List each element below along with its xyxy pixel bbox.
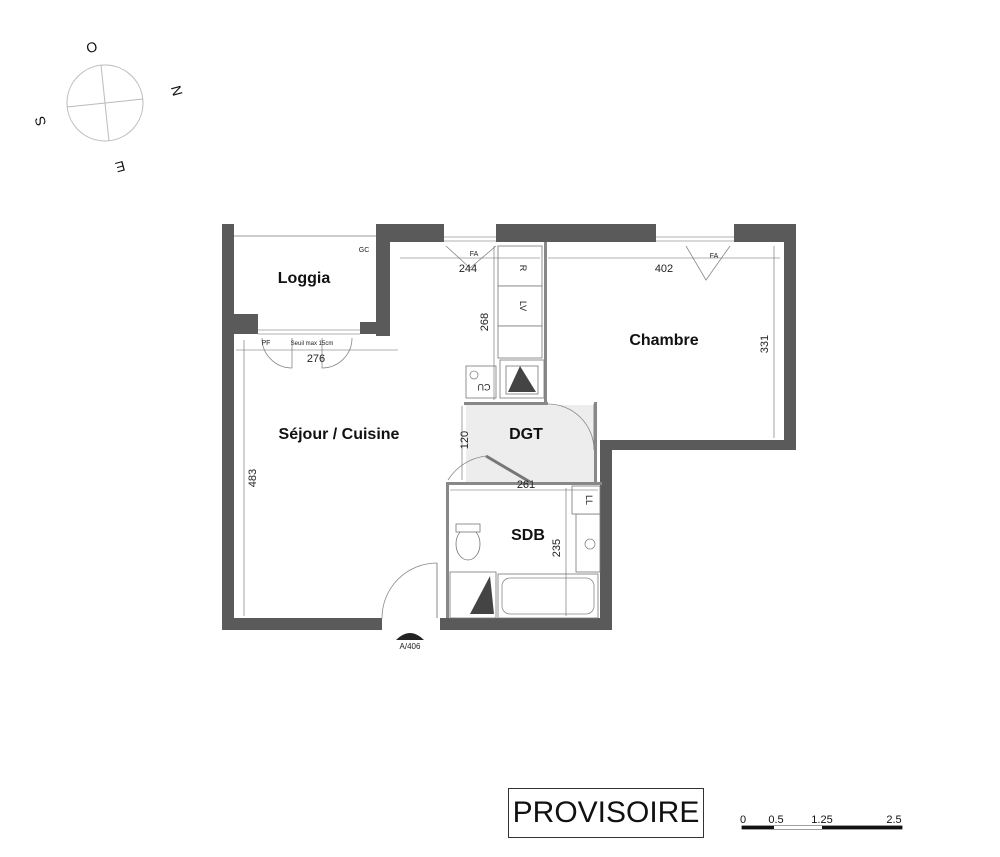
room-label-loggia: Loggia	[278, 270, 331, 287]
dim-dgt-height: 120	[459, 431, 471, 449]
room-label-chambre: Chambre	[629, 332, 698, 349]
dim-kitchen-width: 244	[459, 263, 477, 275]
compass-label-right: N	[168, 84, 186, 98]
label-fridge: R	[518, 265, 528, 272]
compass-label-top: O	[84, 38, 99, 56]
compass-label-left: S	[31, 115, 49, 128]
entry-marker: A/406	[396, 633, 424, 651]
scale-label-3: 2.5	[886, 814, 901, 826]
dimension-lines	[236, 246, 780, 616]
label-fa-right: FA	[710, 253, 719, 260]
scale-label-2: 1.25	[811, 814, 832, 826]
compass: O N E S	[31, 38, 186, 176]
dim-sejour-height: 483	[247, 469, 259, 487]
scale-label-1: 0.5	[768, 814, 783, 826]
label-dishwasher: LV	[518, 301, 528, 311]
partitions	[446, 242, 602, 618]
kitchen-fixtures	[465, 245, 545, 399]
label-cu: CU	[478, 382, 491, 392]
label-entry: A/406	[400, 642, 421, 651]
dim-kitchen-run: 268	[479, 313, 491, 331]
dgt-floor	[466, 405, 594, 482]
label-gc: GC	[359, 247, 370, 254]
dim-loggia-width: 276	[307, 353, 325, 365]
label-threshold: Seuil max 15cm	[291, 341, 334, 347]
doors	[261, 245, 731, 619]
walls	[222, 224, 796, 630]
scale-label-0: 0	[740, 814, 746, 826]
bathroom-fixtures	[449, 485, 601, 619]
windows	[258, 236, 734, 335]
label-ll: LL	[584, 495, 594, 505]
label-fa-left: FA	[470, 251, 479, 258]
scale-bar: 0 0.5 1.25 2.5	[740, 814, 903, 830]
room-label-sejour: Séjour / Cuisine	[279, 426, 400, 443]
dim-chambre-width: 402	[655, 263, 673, 275]
room-label-dgt: DGT	[509, 426, 543, 443]
dim-chambre-height: 331	[759, 335, 771, 353]
room-label-sdb: SDB	[511, 527, 545, 544]
stamp-text: PROVISOIRE	[512, 796, 700, 829]
compass-label-bottom: E	[114, 158, 127, 176]
provisional-stamp: PROVISOIRE	[508, 788, 704, 838]
label-pf: PF	[262, 340, 271, 347]
dim-sdb-width: 261	[517, 479, 535, 491]
dim-sdb-height: 235	[551, 539, 563, 557]
